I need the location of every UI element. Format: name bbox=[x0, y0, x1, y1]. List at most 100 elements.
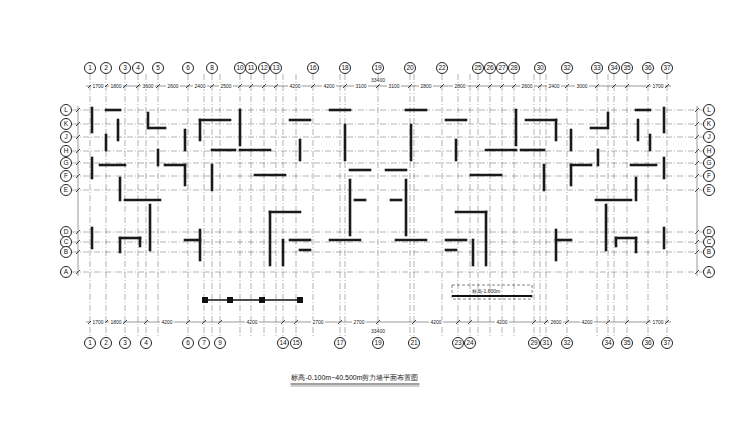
axis-number: A bbox=[64, 269, 68, 276]
wall-segment bbox=[607, 113, 610, 128]
wall-segment bbox=[526, 119, 556, 122]
dimension-text: 2700 bbox=[352, 320, 365, 325]
axis-number: 10 bbox=[236, 65, 243, 72]
wall-segment bbox=[290, 119, 310, 122]
axis-number: L bbox=[64, 107, 68, 114]
wall-segment bbox=[350, 169, 370, 172]
axis-bubble: 11 bbox=[245, 62, 257, 74]
dimension-text: 4200 bbox=[288, 84, 301, 89]
wall-segment bbox=[605, 205, 608, 250]
wall-segment bbox=[446, 119, 466, 122]
axis-number: 15 bbox=[292, 340, 299, 347]
axis-number: 14 bbox=[279, 340, 286, 347]
axis-line bbox=[442, 74, 443, 337]
axis-number: C bbox=[64, 239, 69, 246]
wall-segment bbox=[406, 109, 426, 112]
dimension-text: 2800 bbox=[419, 84, 432, 89]
axis-line bbox=[340, 74, 341, 337]
axis-bubble: G bbox=[703, 157, 715, 169]
dimension-text: 2500 bbox=[219, 84, 232, 89]
dimension-text: 3600 bbox=[141, 84, 154, 89]
axis-number: 12 bbox=[260, 65, 267, 72]
axis-bubble: 22 bbox=[436, 62, 448, 74]
axis-number: 21 bbox=[410, 340, 417, 347]
axis-line bbox=[546, 74, 547, 337]
axis-line bbox=[514, 74, 515, 337]
axis-line bbox=[72, 272, 703, 273]
wall-segment bbox=[637, 120, 640, 140]
axis-bubble: 7 bbox=[198, 337, 210, 349]
dimension-text: 3100 bbox=[354, 84, 367, 89]
axis-bubble: A bbox=[60, 266, 72, 278]
axis-number: 5 bbox=[156, 65, 160, 72]
axis-bubble: 6 bbox=[182, 62, 194, 74]
axis-number: L bbox=[707, 107, 711, 114]
axis-bubble: B bbox=[703, 246, 715, 258]
axis-bubble: 4 bbox=[132, 62, 144, 74]
axis-number: 33 bbox=[593, 65, 600, 72]
wall-segment bbox=[446, 239, 466, 242]
wall-segment bbox=[349, 180, 352, 235]
wall-segment bbox=[543, 165, 546, 190]
axis-bubble: 12 bbox=[258, 62, 270, 74]
axis-bubble: A bbox=[703, 266, 715, 278]
axis-bubble: 28 bbox=[508, 62, 520, 74]
axis-bubble: H bbox=[703, 145, 715, 157]
dimension-text: 2400 bbox=[193, 84, 206, 89]
wall-segment bbox=[456, 211, 486, 214]
axis-number: 32 bbox=[563, 340, 570, 347]
axis-line bbox=[240, 74, 241, 337]
axis-bubble: 29 bbox=[528, 337, 540, 349]
dimension-text: 1700 bbox=[91, 320, 104, 325]
wall-segment bbox=[282, 240, 285, 265]
axis-line bbox=[72, 232, 703, 233]
axis-line bbox=[502, 74, 503, 337]
axis-line bbox=[414, 74, 415, 337]
axis-line bbox=[608, 74, 609, 337]
axis-line bbox=[188, 74, 189, 337]
axis-bubble: 35 bbox=[621, 62, 633, 74]
axis-line bbox=[220, 74, 221, 337]
axis-number: 30 bbox=[536, 65, 543, 72]
wall-segment bbox=[239, 110, 242, 145]
axis-bubble: 1 bbox=[84, 62, 96, 74]
axis-bubble: 32 bbox=[561, 62, 573, 74]
axis-bubble: 8 bbox=[206, 62, 218, 74]
axis-line bbox=[212, 74, 213, 337]
dimension-text: 2800 bbox=[453, 84, 466, 89]
axis-number: D bbox=[707, 229, 712, 236]
wall-segment bbox=[119, 238, 122, 252]
axis-number: J bbox=[64, 134, 67, 141]
axis-line bbox=[667, 74, 668, 337]
wall-segment bbox=[200, 119, 230, 122]
wall-segment bbox=[471, 174, 501, 177]
dimension-text: 1700 bbox=[651, 84, 664, 89]
axis-line bbox=[72, 137, 703, 138]
dimension-text: 3000 bbox=[575, 84, 588, 89]
wall-segment bbox=[125, 199, 160, 202]
wall-segment bbox=[486, 149, 516, 152]
axis-number: 9 bbox=[218, 340, 222, 347]
axis-bubble: 19 bbox=[372, 337, 384, 349]
axis-number: B bbox=[707, 249, 711, 256]
axis-number: 28 bbox=[510, 65, 517, 72]
axis-line bbox=[158, 74, 159, 337]
axis-number: 36 bbox=[644, 65, 651, 72]
wall-segment bbox=[119, 178, 122, 200]
axis-line bbox=[534, 74, 535, 337]
axis-number: 27 bbox=[498, 65, 505, 72]
axis-number: 19 bbox=[374, 65, 381, 72]
axis-line bbox=[72, 242, 703, 243]
axis-line bbox=[72, 110, 703, 111]
wall-segment bbox=[386, 169, 406, 172]
axis-bubble: 6 bbox=[182, 337, 194, 349]
axis-bubble: H bbox=[60, 145, 72, 157]
wall-segment bbox=[597, 150, 600, 165]
axis-number: 8 bbox=[210, 65, 214, 72]
axis-bubble: 34 bbox=[608, 62, 620, 74]
axis-bubble: 34 bbox=[602, 337, 614, 349]
wall-segment bbox=[91, 108, 94, 132]
axis-bubble: 36 bbox=[642, 62, 654, 74]
wall-segment bbox=[591, 127, 606, 130]
axis-bubble: 2 bbox=[100, 337, 112, 349]
